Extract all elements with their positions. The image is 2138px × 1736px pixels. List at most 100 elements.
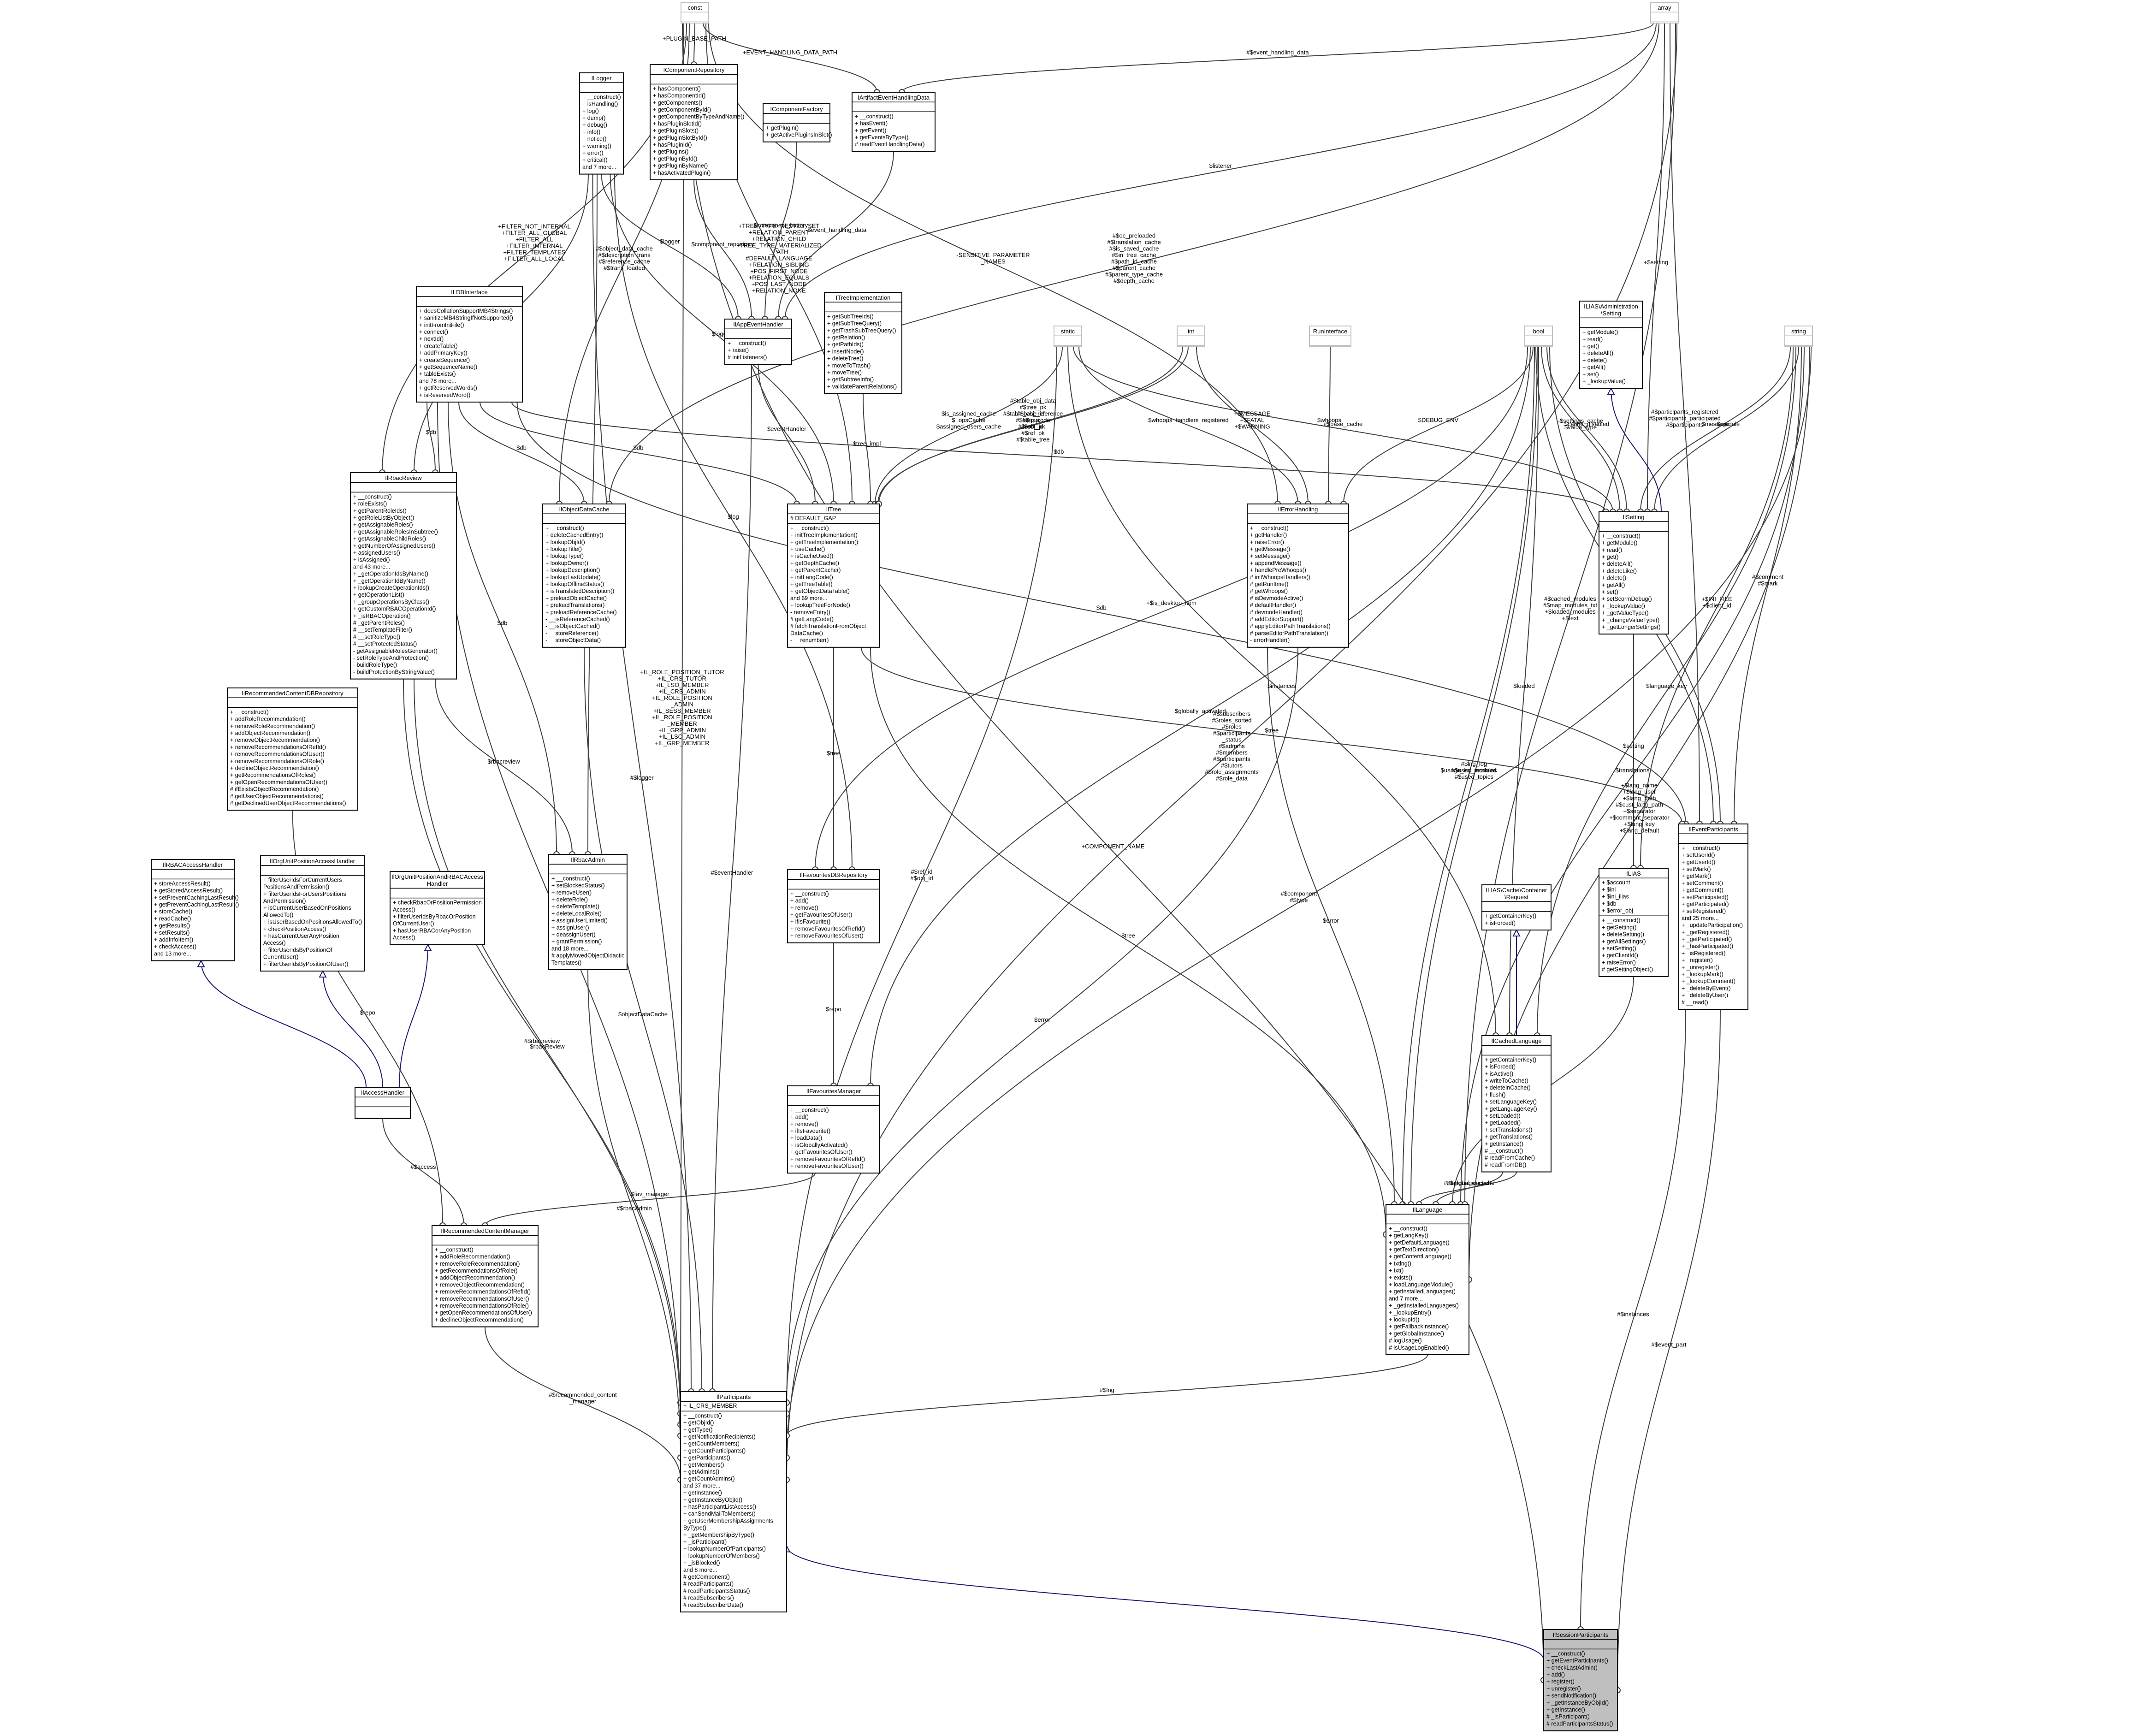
class-box-iparticipants[interactable]: IlParticipants+ IL_CRS_MEMBER+ __constru… xyxy=(680,1391,787,1612)
class-operation: + writeToCache() xyxy=(1485,1078,1528,1084)
class-box-itree[interactable]: IlTree# DEFAULT_GAP+ __construct()+ init… xyxy=(787,504,880,648)
class-operation: + _getInstanceByObjId() xyxy=(1546,1700,1609,1706)
class-operation: + _lookupMark() xyxy=(1682,971,1723,978)
class-operation: + raise() xyxy=(728,347,749,354)
class-operation: + deassignUser() xyxy=(551,931,596,938)
class-box-ieventparticipants[interactable]: IlEventParticipants+ __construct()+ setU… xyxy=(1678,824,1748,1010)
class-operation: + _getOperationIdsByName() xyxy=(353,571,428,577)
relation-edge xyxy=(1402,346,1535,1205)
class-operation: + getInstalledLanguages() xyxy=(1389,1288,1456,1295)
edge-label-globally-activated: $globally_activated xyxy=(1175,708,1226,715)
edge-label-tree-type: +TREE_TYPE_NESTED_SET+RELATION_PARENT+RE… xyxy=(736,223,821,294)
class-title: IlTree xyxy=(826,506,841,513)
edge-label-is-desktop-item: +$is_desktop_item xyxy=(1146,599,1196,606)
class-operation: + getParentCache() xyxy=(790,567,841,574)
class-box-ilanguage[interactable]: IlLanguage+ __construct()+ getLangKey()+… xyxy=(1386,1204,1469,1355)
class-operation: + raiseError() xyxy=(1250,539,1284,545)
class-operation: + __construct() xyxy=(545,525,584,531)
class-box-ifavmanager[interactable]: IlFavouritesManager+ __construct()+ add(… xyxy=(787,1085,880,1174)
class-box-irecdbrepo[interactable]: IlRecommendedContentDBRepository+ __cons… xyxy=(227,687,358,811)
class-operation: - setRoleTypeAndProtection() xyxy=(353,655,429,661)
class-box-ilias[interactable]: ILIAS+ $account+ $ini+ $ini_ilias+ $db+ … xyxy=(1599,868,1669,977)
class-box-irbacaccess[interactable]: IlRBACAccessHandler+ storeAccessResult()… xyxy=(151,859,239,961)
class-operation: + getActivePluginsInSlot() xyxy=(766,132,832,138)
class-operation: + hasUserRBACorAnyPosition xyxy=(393,927,471,934)
class-operation: + addInfoItem() xyxy=(154,936,193,943)
class-box-static[interactable]: static xyxy=(1054,326,1082,347)
class-box-icompfactory[interactable]: IComponentFactory+ getPlugin()+ getActiv… xyxy=(763,103,832,142)
class-operation: + log() xyxy=(582,108,599,114)
relation-edge xyxy=(784,23,1657,320)
class-box-iaccesshandler[interactable]: IlAccessHandler xyxy=(355,1087,411,1119)
class-operation: # initWhoopsHandlers() xyxy=(1250,574,1310,581)
class-box-int[interactable]: int xyxy=(1177,326,1205,347)
class-operation: # fetchTranslationFromObject xyxy=(790,623,866,629)
class-operation: + setLanguageKey() xyxy=(1485,1099,1537,1105)
relation-edge xyxy=(448,402,557,855)
class-title: IlOrgUnitPositionAndRBACAccess xyxy=(391,873,483,880)
class-operation: + getComponentByTypeAndName() xyxy=(653,113,744,120)
class-box-const[interactable]: const xyxy=(681,2,709,24)
class-box-iobjdatacache[interactable]: IlObjectDataCache+ __construct()+ delete… xyxy=(542,504,626,648)
edge-label-db-1: $db xyxy=(426,429,436,436)
class-box-irbacadmin[interactable]: IlRbacAdmin+ __construct()+ setBlockedSt… xyxy=(548,854,628,970)
class-box-icacherequest[interactable]: ILIAS\Cache\Container\Request+ getContai… xyxy=(1481,884,1552,930)
class-operation: + setLoaded() xyxy=(1485,1113,1520,1119)
class-title: array xyxy=(1658,4,1671,11)
class-title: IArtifactEventHandlingData xyxy=(858,94,930,101)
class-operation: + __construct() xyxy=(582,94,621,100)
class-box-itreeimpl[interactable]: ITreeImplementation+ getSubTreeIds()+ ge… xyxy=(824,292,902,394)
class-box-ilogger[interactable]: ILogger+ __construct()+ isHandling()+ lo… xyxy=(579,72,624,175)
class-operation: + lookupOwner() xyxy=(545,560,588,566)
class-operation: + getRecommendationsOfRoles() xyxy=(230,772,316,778)
relation-edge xyxy=(1419,1172,1517,1205)
class-box-idbinterface[interactable]: ILDBInterface+ doesCollationSupportMB4St… xyxy=(416,286,523,403)
class-operation: + hasActivatedPlugin() xyxy=(653,170,711,176)
class-box-iorgunitaccess[interactable]: IlOrgUnitPositionAccessHandler + filterUs… xyxy=(260,855,365,972)
class-box-iartifact[interactable]: IArtifactEventHandlingData+ __construct(… xyxy=(852,92,936,152)
class-box-icomprepo[interactable]: IComponentRepository+ hasComponent()+ ha… xyxy=(650,64,744,180)
relation-edge xyxy=(870,647,1386,1235)
class-operation: + setPreventCachingLastResult() xyxy=(154,895,239,901)
class-box-ierrorhandling[interactable]: IlErrorHandling+ __construct()+ getHandl… xyxy=(1247,504,1349,648)
relation-edge xyxy=(1580,1009,1686,1630)
class-title: IlOrgUnitPositionAccessHandler xyxy=(270,858,355,865)
class-operation: + getAssignableChildRoles() xyxy=(353,536,426,542)
class-box-isession[interactable]: IlSessionParticipants+ __construct()+ ge… xyxy=(1543,1629,1618,1731)
class-operation: + setMark() xyxy=(1682,866,1711,872)
relation-edge xyxy=(485,1327,681,1480)
class-box-iappevent[interactable]: IlAppEventHandler+ __construct()+ raise(… xyxy=(724,319,792,365)
class-title: IlFavouritesDBRepository xyxy=(800,871,868,878)
class-operation: - __isReferenceCached() xyxy=(545,616,610,622)
class-operation: + removeUser() xyxy=(551,889,592,896)
class-operation: + isReservedWord() xyxy=(419,392,470,398)
class-operation: # readParticipantsStatus() xyxy=(683,1588,750,1594)
class-box-array[interactable]: array xyxy=(1650,2,1679,24)
class-operation: + lookupType() xyxy=(545,553,584,559)
class-box-bool[interactable]: bool xyxy=(1524,326,1553,347)
class-box-isetting[interactable]: IlSetting+ __construct()+ getModule()+ r… xyxy=(1599,511,1669,635)
class-box-ilasadmin[interactable]: ILIAS\Administration\Setting+ getModule(… xyxy=(1579,301,1643,389)
edge-label-cache-disabled: $cache_disabled xyxy=(1564,421,1610,427)
class-box-icachedlanguage[interactable]: IlCachedLanguage+ getContainerKey()+ isF… xyxy=(1481,1035,1552,1173)
class-operation: + filterUserIdsByPositionOf xyxy=(263,947,332,953)
relation-edge xyxy=(703,23,877,93)
class-operation: + addRoleRecommendation() xyxy=(230,716,306,723)
class-operation: + roleExists() xyxy=(353,501,387,507)
class-box-irbacreview[interactable]: IlRbacReview+ __construct()+ roleExists(… xyxy=(350,472,457,680)
class-operation: + _getMembershipByType() xyxy=(683,1532,754,1538)
class-title: IlSessionParticipants xyxy=(1553,1631,1609,1638)
relation-edge xyxy=(1670,23,1700,824)
class-box-runiface[interactable]: RunInterface xyxy=(1309,326,1351,347)
class-operation: # readParticipantsStatus() xyxy=(1546,1720,1613,1727)
class-box-string[interactable]: string xyxy=(1784,326,1813,347)
class-operation: # isDevmodeActive() xyxy=(1250,595,1303,601)
class-operation: # defaultHandler() xyxy=(1250,602,1296,609)
class-operation: + getCountParticipants() xyxy=(683,1447,746,1454)
class-box-ireccontentmgr[interactable]: IlRecommendedContentManager+ __construct… xyxy=(432,1225,539,1327)
class-box-ifavdbrepo[interactable]: IlFavouritesDBRepository+ __construct()+… xyxy=(787,869,880,943)
edge-label-object-data-cache: #$object_data_cache#$description_trans#$… xyxy=(596,245,653,272)
class-operation: + getPreventCachingLastResult() xyxy=(154,901,239,908)
class-operation: + filterUserIdsByPositionOfUser() xyxy=(263,961,348,967)
